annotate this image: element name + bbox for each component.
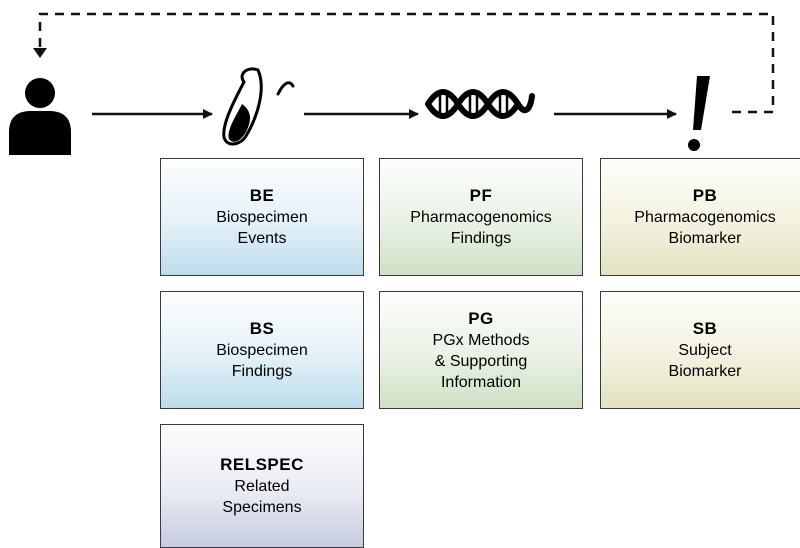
person-icon — [9, 78, 71, 155]
box-label-line: Biospecimen — [216, 209, 308, 226]
exclamation-icon — [688, 76, 710, 151]
feedback-loop-arrowhead — [33, 48, 47, 58]
box-label-line: Events — [237, 230, 287, 247]
box-label-line: Biomarker — [668, 230, 742, 247]
box-pf: PF Pharmacogenomics Findings — [379, 158, 583, 276]
box-label-line: Specimens — [222, 499, 302, 516]
feedback-loop-dashed-line — [38, 12, 775, 114]
box-label-line: Findings — [450, 230, 512, 247]
box-label-line: Information — [440, 373, 522, 391]
box-code: BS — [249, 319, 275, 338]
box-code: PB — [692, 186, 718, 205]
box-label-line: Related — [234, 478, 290, 495]
dna-icon — [425, 89, 535, 119]
box-code: RELSPEC — [220, 455, 304, 474]
box-code: SB — [692, 319, 718, 338]
box-sb: SB Subject Biomarker — [600, 291, 800, 409]
box-pb: PB Pharmacogenomics Biomarker — [600, 158, 800, 276]
test-tube-icon — [222, 67, 295, 146]
box-label-line: Biospecimen — [216, 342, 308, 359]
box-label-line: PGx Methods — [432, 331, 530, 349]
box-code: BE — [249, 186, 275, 205]
box-label-line: Biomarker — [668, 363, 742, 380]
box-be: BE Biospecimen Events — [160, 158, 364, 276]
box-label-line: Findings — [231, 363, 293, 380]
box-relspec: RELSPEC Related Specimens — [160, 424, 364, 548]
box-code: PG — [468, 308, 494, 328]
box-pg: PG PGx Methods & Supporting Information — [379, 291, 583, 409]
box-bs: BS Biospecimen Findings — [160, 291, 364, 409]
box-label-line: Subject — [678, 342, 732, 359]
box-label-line: Pharmacogenomics — [410, 209, 552, 226]
box-label-line: & Supporting — [434, 352, 528, 370]
box-code: PF — [469, 186, 493, 205]
box-label-line: Pharmacogenomics — [634, 209, 776, 226]
